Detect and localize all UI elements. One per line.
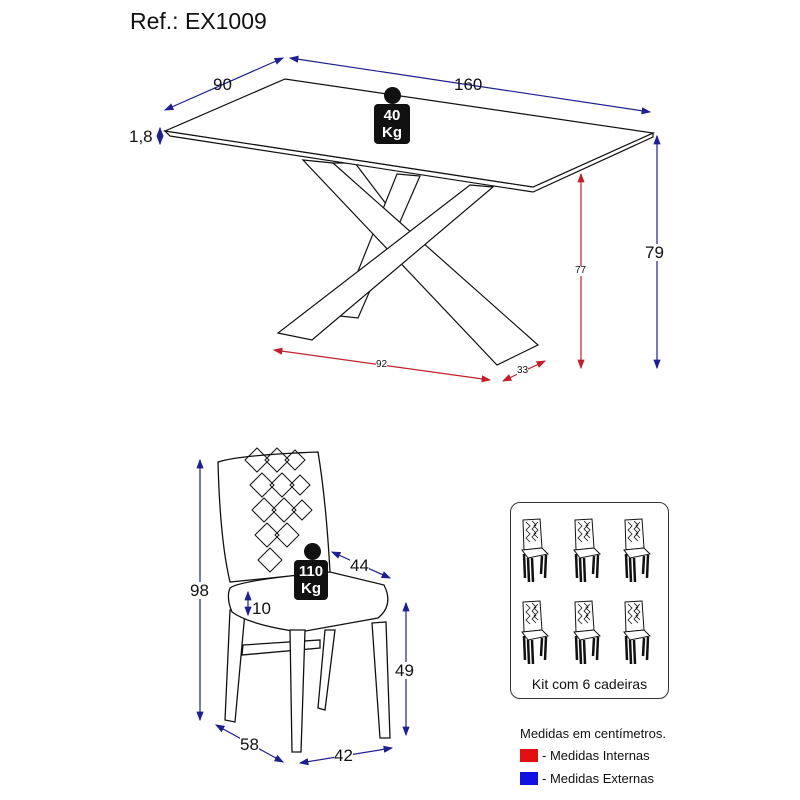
chair-seat [227,571,389,633]
table-base-width-label: 33 [517,365,529,376]
kit-box: Kit com 6 cadeiras [510,502,669,699]
table-inner-height-label: 77 [575,265,587,276]
table-weight-unit: Kg [382,124,402,141]
legend-internal-label: - Medidas Internas [542,748,650,763]
reference-code: Ref.: EX1009 [130,8,267,34]
chair-pattern [244,447,313,573]
chair-leg-front-right [371,621,391,739]
chair-seat-thickness-label: 10 [252,599,271,618]
internal-color-swatch [520,749,538,762]
chair-stretcher [241,639,321,656]
legend-internal: - Medidas Internas [520,748,650,763]
table-width-label: 160 [454,75,483,94]
table-base-length-label: 92 [376,359,388,370]
chair-height-label: 98 [190,581,209,600]
chair-backrest [217,451,331,583]
chair-seat-depth-label: 44 [350,556,369,575]
chair-width-label: 42 [334,746,353,765]
chair-leg-back-left [224,609,246,723]
dim-width-line [288,55,652,115]
table-weight-value: 40 [383,107,401,124]
chair-depth-label: 58 [240,735,259,754]
kit-label: Kit com 6 cadeiras [531,676,648,692]
chair-drawing [217,447,391,753]
legend-external: - Medidas Externas [520,771,654,786]
table-leg-front-b [276,184,495,341]
chair-seat-height-label: 49 [395,661,414,680]
chair-leg-front-left [289,629,306,753]
chair-weight-unit: Kg [301,580,321,597]
legend-external-label: - Medidas Externas [542,771,654,786]
table-depth-label: 90 [213,75,232,94]
table-height-label: 79 [645,243,664,262]
table-weight-capacity-icon: 40 Kg [374,87,410,144]
legend-title: Medidas em centímetros. [520,726,666,741]
chair-weight-capacity-icon: 110 Kg [294,543,328,600]
table-leg-front-a [301,159,540,366]
table-thickness-label: 1,8 [129,127,153,146]
external-color-swatch [520,772,538,785]
dim-depth-line [163,57,285,111]
chair-weight-value: 110 [298,563,324,580]
chair-leg-back-right [317,629,336,711]
